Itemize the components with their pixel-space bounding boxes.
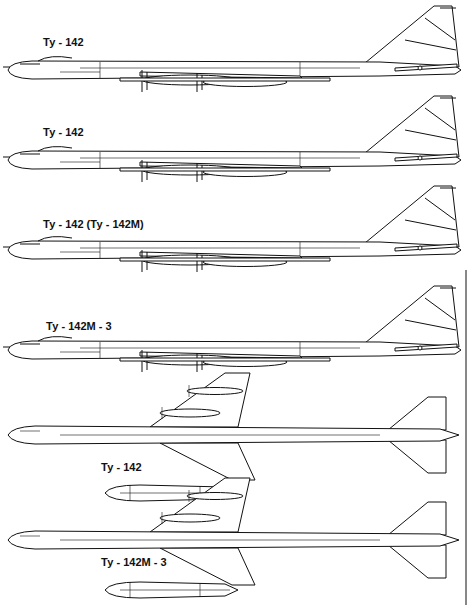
variant-label: Ту - 142: [100, 461, 143, 474]
variant-label: Ту - 142 (Ту - 142М): [42, 218, 145, 231]
variant-label: Ту - 142: [42, 36, 85, 49]
variant-label: Ту - 142: [42, 126, 85, 139]
variant-label: Ту - 142М - 3: [45, 320, 113, 333]
variant-label: Ту - 142М - 3: [100, 556, 168, 569]
